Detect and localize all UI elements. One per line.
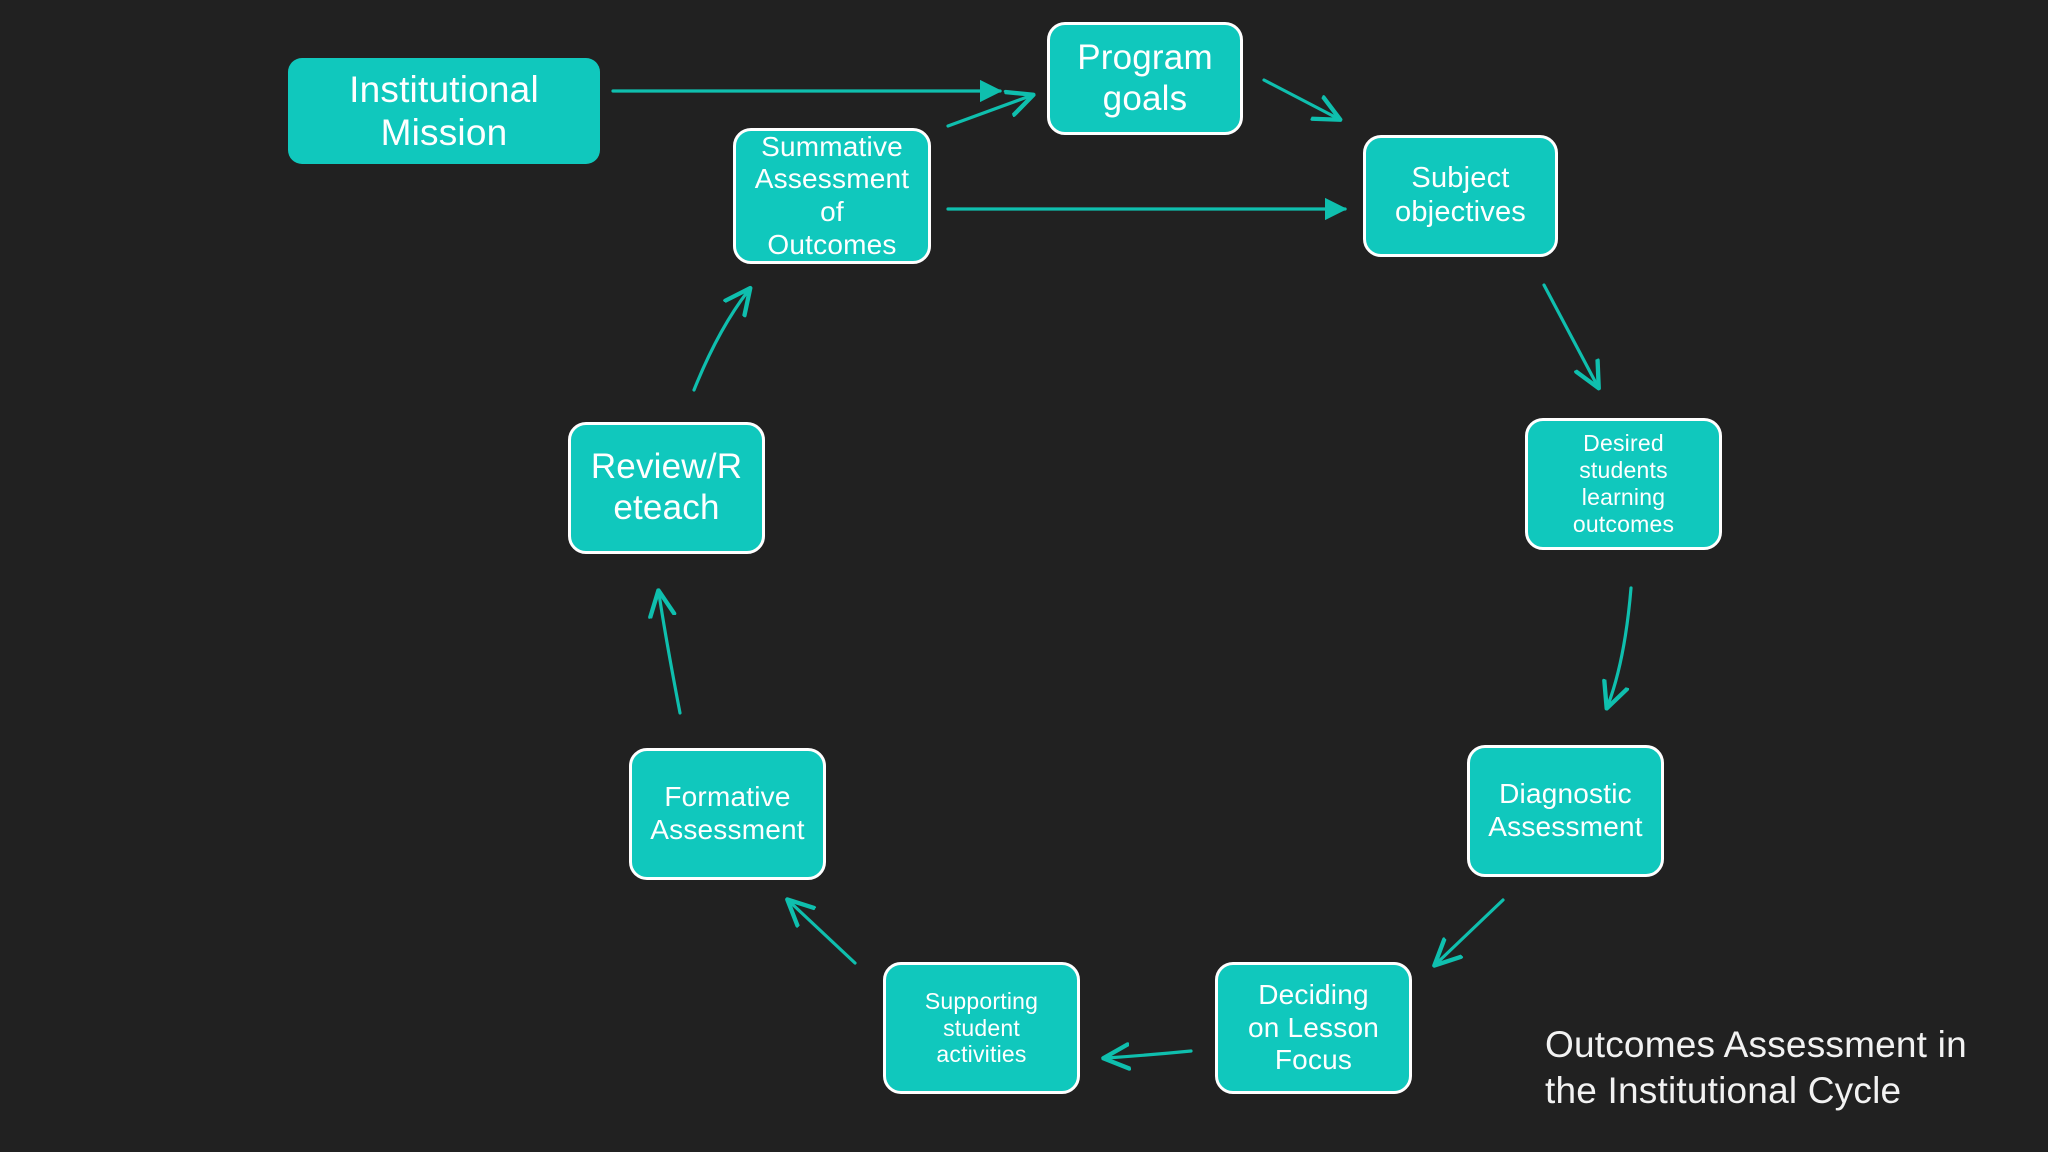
edge-goals-to-subject: [1262, 78, 1337, 118]
node-subject-objectives-label: Subject objectives: [1395, 162, 1526, 228]
node-desired-outcomes-label: Desired students learning outcomes: [1572, 430, 1675, 537]
edge-subject-to-desired: [1542, 283, 1597, 385]
edge-desired-to-diagnostic: [1608, 586, 1633, 705]
edge-review-to-summative: [692, 291, 748, 392]
edge-diagnostic-to-deciding: [1437, 898, 1505, 963]
edge-summative-to-goals: [946, 96, 1030, 128]
diagram-title: Outcomes Assessment in the Institutional…: [1545, 1024, 1967, 1112]
node-deciding-on-lesson-focus[interactable]: Deciding on Lesson Focus: [1215, 962, 1412, 1094]
node-institutional-mission-label: Institutional Mission: [349, 68, 539, 153]
node-review-reteach[interactable]: Review/R eteach: [568, 422, 765, 554]
node-deciding-lesson-focus-label: Deciding on Lesson Focus: [1247, 978, 1379, 1076]
node-supporting-activities-label: Supporting student activities: [924, 987, 1039, 1068]
node-diagnostic-assessment-label: Diagnostic Assessment: [1488, 778, 1643, 842]
node-formative-assessment-label: Formative Assessment: [650, 781, 805, 845]
node-summative-assessment-of-outcomes[interactable]: Summative Assessment of Outcomes: [733, 128, 931, 264]
node-formative-assessment[interactable]: Formative Assessment: [629, 748, 826, 880]
edge-supporting-to-formative: [790, 902, 857, 965]
node-subject-objectives[interactable]: Subject objectives: [1363, 135, 1558, 257]
node-program-goals[interactable]: Program goals: [1047, 22, 1243, 135]
node-desired-students-learning-outcomes[interactable]: Desired students learning outcomes: [1525, 418, 1722, 550]
node-program-goals-label: Program goals: [1077, 37, 1213, 118]
edge-deciding-to-supporting: [1107, 1051, 1193, 1058]
node-supporting-student-activities[interactable]: Supporting student activities: [883, 962, 1080, 1094]
node-diagnostic-assessment[interactable]: Diagnostic Assessment: [1467, 745, 1664, 877]
node-review-reteach-label: Review/R eteach: [590, 447, 743, 527]
node-summative-assessment-label: Summative Assessment of Outcomes: [754, 130, 910, 260]
node-institutional-mission[interactable]: Institutional Mission: [288, 58, 600, 164]
edge-formative-to-review: [659, 594, 682, 715]
